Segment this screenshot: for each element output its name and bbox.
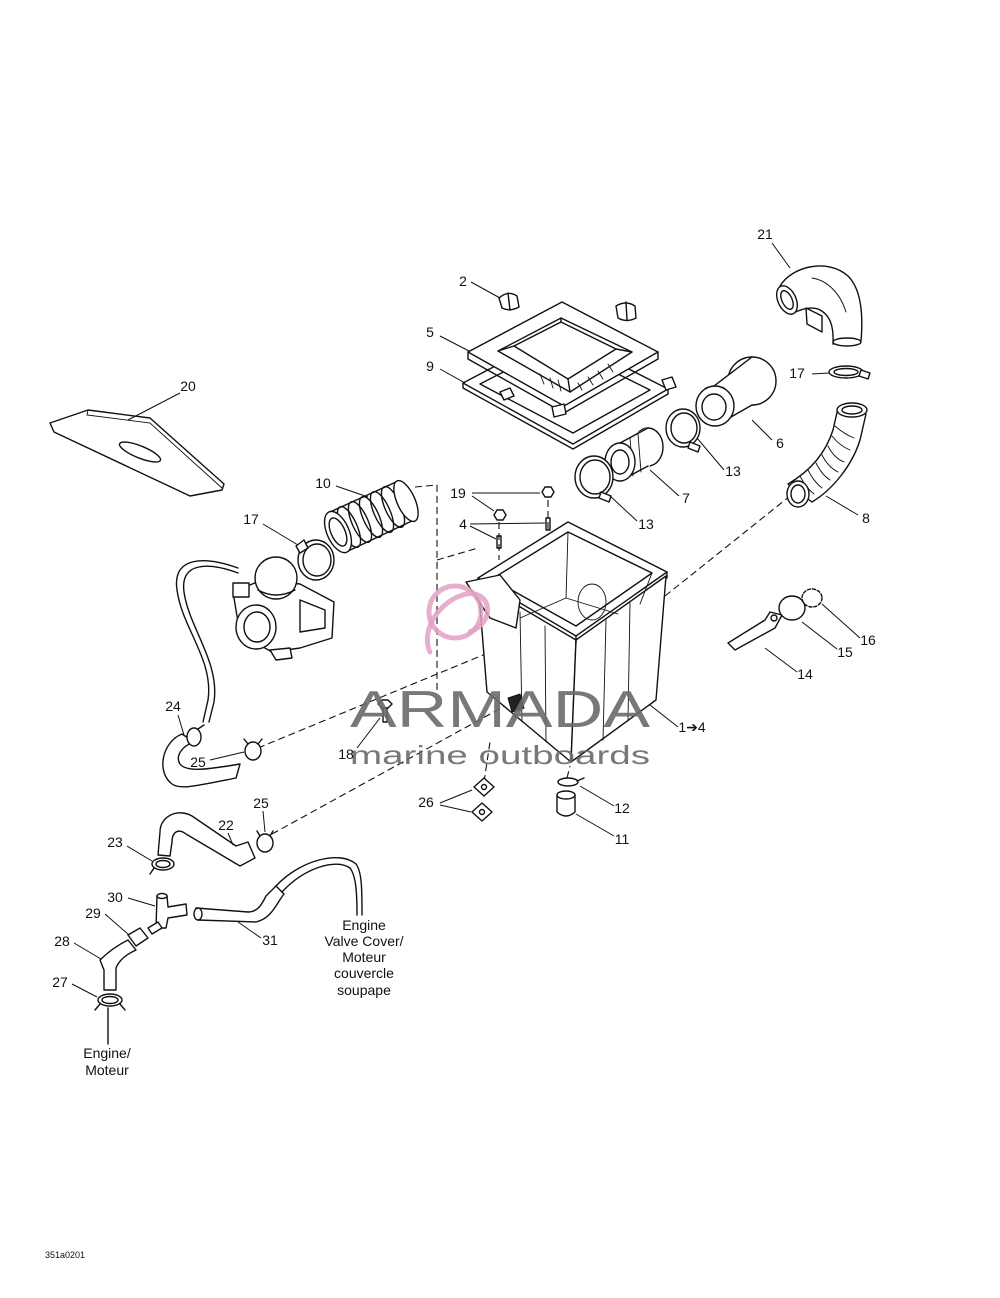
coupler (604, 427, 664, 482)
note-engine-line: Moteur (85, 1062, 129, 1078)
clamp-17-right (828, 365, 871, 380)
assembly-lines (257, 484, 796, 835)
callouts: 2 21 5 9 17 20 6 13 10 19 7 13 8 4 17 16… (52, 226, 876, 990)
callout-14: 14 (797, 666, 813, 682)
clamp-hose-24-top (186, 724, 205, 747)
nut-19-left (493, 509, 507, 521)
disc-15 (778, 595, 806, 621)
cover-clip-right (615, 301, 637, 322)
throttle-cable (175, 560, 239, 723)
callout-12: 12 (614, 800, 630, 816)
callout-15: 15 (837, 644, 853, 660)
gasket-26-upper (473, 777, 495, 797)
air-box (465, 521, 668, 763)
callout-6: 6 (776, 435, 784, 451)
callout-27: 27 (52, 974, 68, 990)
note-valve-cover-line: Valve Cover/ (324, 933, 403, 949)
nut-19-right (541, 486, 555, 498)
note-valve-cover-line: Moteur (342, 949, 386, 965)
figure-code: 351a0201 (45, 1250, 85, 1260)
note-valve-cover-line: Engine (342, 917, 386, 933)
watermark-logo-swirl (424, 591, 490, 655)
callout-5: 5 (426, 324, 434, 340)
clip-12 (557, 777, 585, 787)
callout-19: 19 (450, 485, 466, 501)
clamp-27 (94, 993, 126, 1011)
clamp-25-lower (256, 830, 274, 853)
callout-7: 7 (682, 490, 690, 506)
callout-17-left: 17 (243, 511, 259, 527)
watermark: ARMADA marine outboards (350, 583, 650, 770)
callout-17-right: 17 (789, 365, 805, 381)
clamp-25-upper (243, 738, 263, 761)
throttle-body (232, 556, 335, 661)
watermark-tagline: marine outboards (350, 740, 650, 770)
callout-24: 24 (165, 698, 181, 714)
watermark-brand: ARMADA (350, 681, 650, 739)
note-engine-line: Engine/ (83, 1045, 131, 1061)
hose-24 (162, 733, 241, 788)
callout-21: 21 (757, 226, 773, 242)
bolt-18 (377, 699, 393, 723)
hose-22 (157, 812, 256, 867)
clamp-23 (149, 857, 175, 875)
callout-11: 11 (615, 831, 630, 847)
clamp-13-upper (665, 408, 701, 453)
callout-13-lower: 13 (638, 516, 654, 532)
callout-29: 29 (85, 905, 101, 921)
callout-26: 26 (418, 794, 434, 810)
intake-elbow (775, 265, 863, 347)
note-valve-cover: Engine Valve Cover/ Moteur couvercle sou… (324, 917, 403, 998)
bolt-4-right (545, 517, 551, 531)
bolt-4-left (496, 535, 502, 549)
callout-4: 4 (459, 516, 467, 532)
callout-1-to-4: 1➔4 (678, 719, 706, 735)
callout-23: 23 (107, 834, 123, 850)
note-valve-cover-line: couvercle (334, 965, 394, 981)
callout-8: 8 (862, 510, 870, 526)
hose-31 (193, 856, 363, 923)
drain-cap-11 (556, 790, 576, 817)
tool-14 (727, 611, 783, 651)
clamp-13-lower (574, 455, 614, 503)
leader-lines (71, 242, 861, 998)
intake-hose (786, 402, 868, 508)
air-box-cover (467, 301, 659, 418)
callout-22: 22 (218, 817, 234, 833)
protector-plate (49, 409, 225, 497)
watermark-logo-ring (426, 583, 484, 641)
hose-28 (99, 939, 137, 991)
tube-29 (127, 921, 163, 947)
callout-13-upper: 13 (725, 463, 741, 479)
clamp-17-left (295, 539, 335, 581)
cover-clip-left (498, 292, 520, 311)
note-valve-cover-line: soupape (337, 982, 391, 998)
callout-28: 28 (54, 933, 70, 949)
callout-9: 9 (426, 358, 434, 374)
note-engine: Engine/ Moteur (83, 1045, 131, 1078)
disc-16 (801, 588, 823, 608)
gasket-26-lower (471, 802, 493, 822)
carburetor-adaptor-bellows (323, 479, 419, 554)
callout-2: 2 (459, 273, 467, 289)
air-filter-element (695, 356, 777, 427)
callout-25-lower: 25 (253, 795, 269, 811)
callout-25-upper: 25 (190, 754, 206, 770)
callout-20: 20 (180, 378, 196, 394)
callout-18: 18 (338, 746, 354, 762)
callout-31: 31 (262, 932, 278, 948)
callout-30: 30 (107, 889, 123, 905)
callout-16: 16 (860, 632, 876, 648)
t-fitting-30 (155, 892, 188, 929)
callout-10: 10 (315, 475, 331, 491)
